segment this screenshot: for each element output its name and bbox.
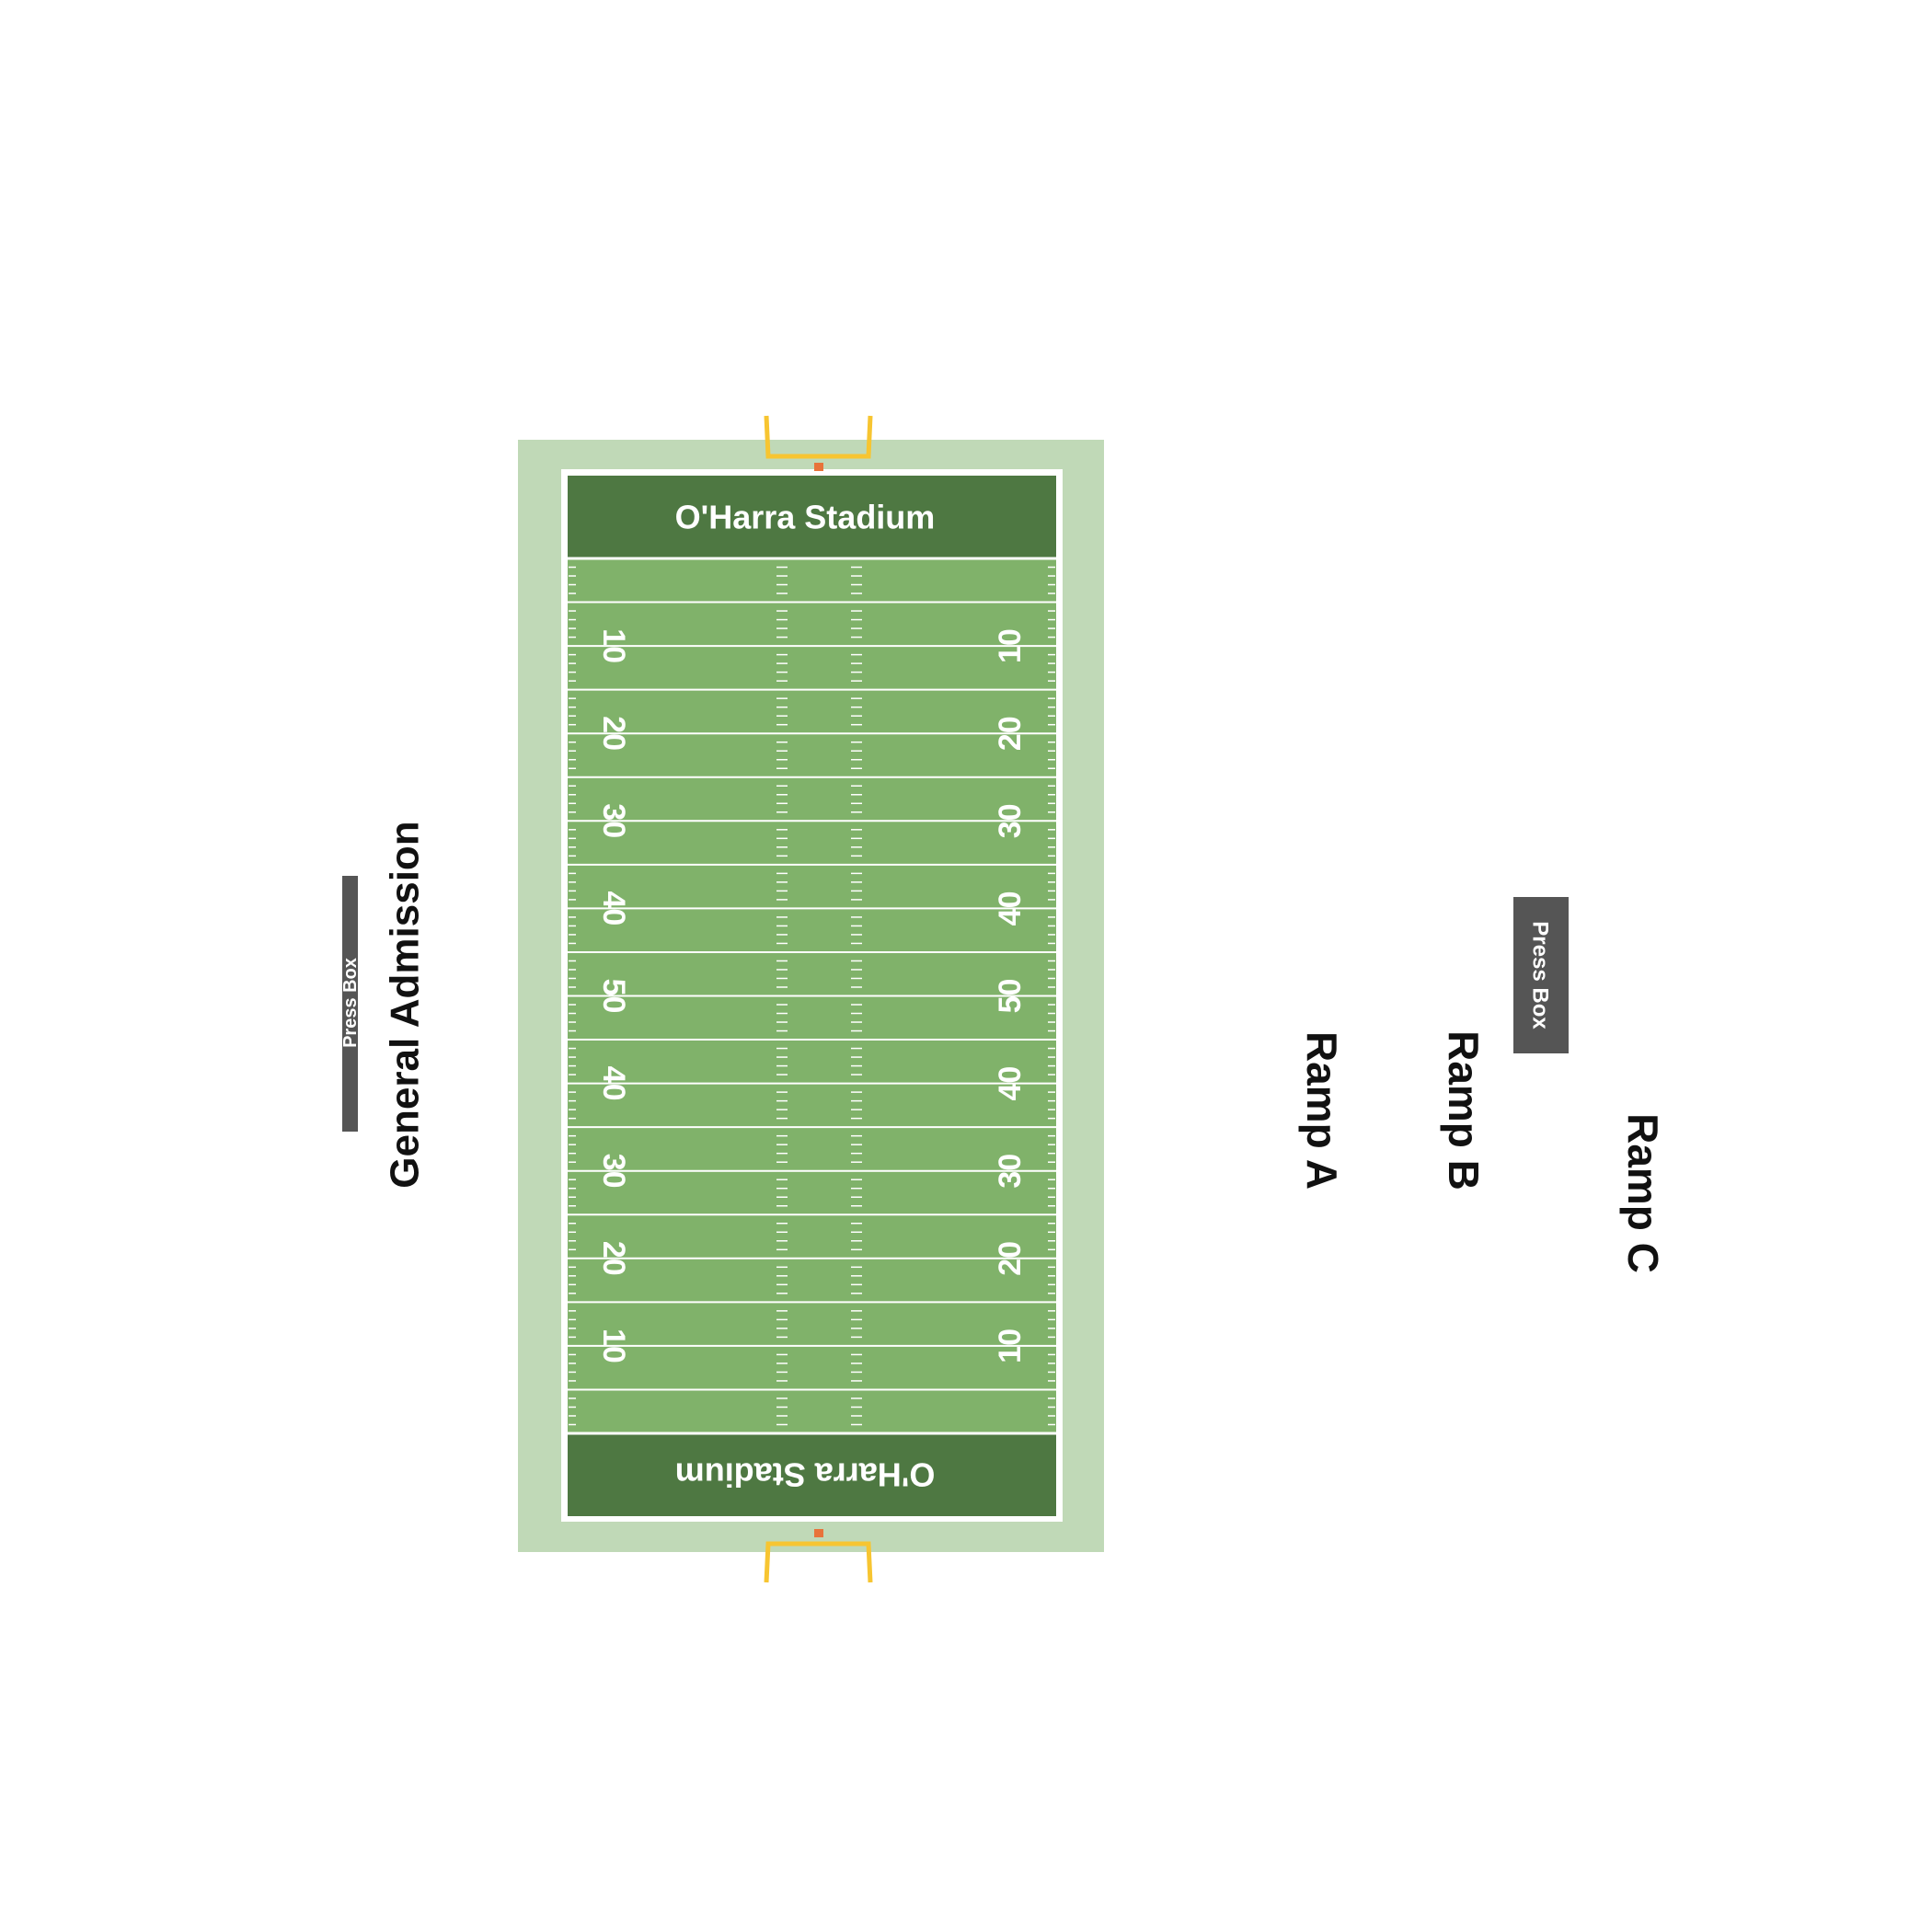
goalpost-top-base <box>814 463 823 471</box>
goalpost-top-frame <box>764 415 873 459</box>
goalpost-bottom-frame <box>764 1541 873 1583</box>
yard-number: 40 <box>596 1066 631 1101</box>
yard-number: 40 <box>993 891 1028 926</box>
yard-number: 50 <box>596 979 631 1014</box>
press-box-east[interactable] <box>1513 897 1569 1053</box>
goalpost-bottom-base <box>814 1529 823 1537</box>
yard-number: 40 <box>596 891 631 926</box>
yard-number: 20 <box>596 716 631 751</box>
yard-number: 30 <box>993 1154 1028 1189</box>
hash-marks <box>569 566 1055 1426</box>
endzone-bottom-label: O'Harra Stadium <box>675 1456 936 1494</box>
yard-number: 20 <box>596 1241 631 1276</box>
yard-number: 40 <box>993 1066 1028 1101</box>
section-ramp-c[interactable]: Ramp C <box>1619 1113 1667 1273</box>
yard-number: 30 <box>596 803 631 838</box>
yard-numbers: 10 10 20 20 30 30 40 40 50 50 40 40 30 30 20 20 10 10 <box>596 628 1028 1363</box>
yard-number: 20 <box>993 1241 1028 1276</box>
yard-number: 30 <box>993 803 1028 838</box>
yard-number: 20 <box>993 716 1028 751</box>
section-ramp-b[interactable]: Ramp B <box>1440 1030 1488 1190</box>
yard-number: 10 <box>993 1328 1028 1363</box>
press-box-west[interactable] <box>342 876 358 1132</box>
yard-number: 30 <box>596 1154 631 1189</box>
goalpost-bottom <box>764 1529 873 1583</box>
press-box-west-label: Press Box <box>340 958 361 1048</box>
section-general-admission[interactable]: General Admission <box>383 821 428 1188</box>
yard-number: 50 <box>993 979 1028 1014</box>
yard-number: 10 <box>993 628 1028 663</box>
yard-number: 10 <box>596 628 631 663</box>
endzone-bottom[interactable] <box>568 1433 1056 1516</box>
yard-number: 10 <box>596 1328 631 1363</box>
yard-lines <box>568 557 1056 1435</box>
press-box-east-label: Press Box <box>1528 921 1553 1029</box>
section-ramp-a[interactable]: Ramp A <box>1298 1031 1346 1190</box>
goalpost-top <box>764 415 873 471</box>
endzone-top[interactable] <box>568 476 1056 558</box>
endzone-top-label: O'Harra Stadium <box>675 499 936 536</box>
